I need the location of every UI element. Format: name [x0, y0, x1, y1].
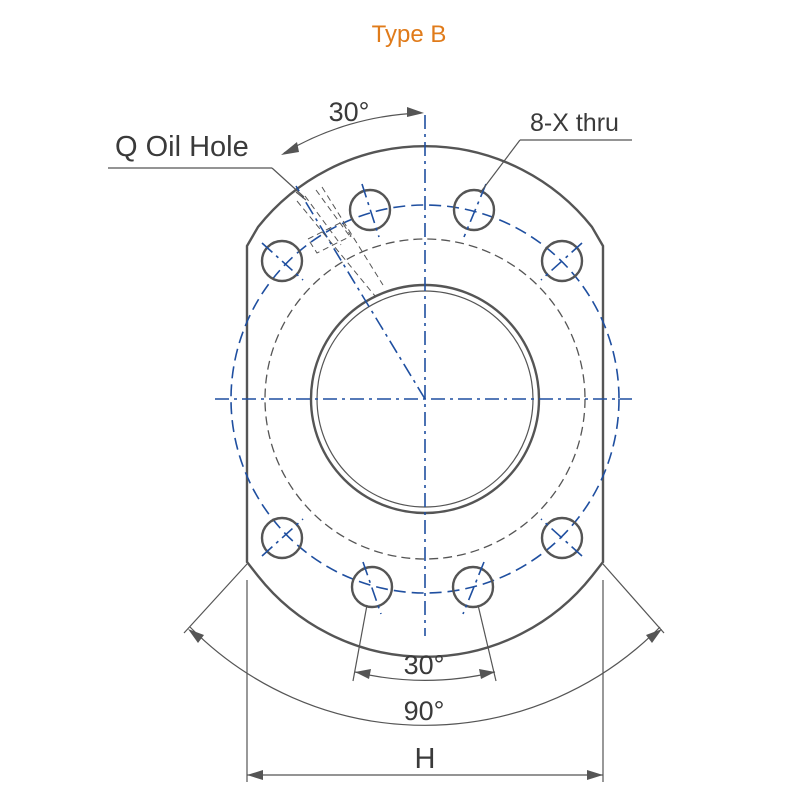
drawing-title: Type B [372, 21, 447, 48]
oil-hole-label: Q Oil Hole [115, 131, 249, 163]
bolt-hole [452, 183, 496, 238]
flange-outline [245, 145, 605, 658]
bolt-hole [348, 183, 392, 238]
bolt-hole [350, 561, 394, 615]
angle-top-label: 30° [329, 97, 370, 127]
bolt-hole [260, 239, 304, 283]
angle-bottom-label: 30° [404, 650, 445, 680]
bolt-hole [260, 516, 304, 560]
bolt-hole [540, 239, 584, 283]
bolt-holes [260, 183, 584, 615]
angle-wide-dimension [183, 563, 665, 726]
holes-label: 8-X thru [530, 109, 619, 137]
width-label: H [415, 743, 436, 775]
oil-hole-leader [108, 167, 305, 198]
angle-top-dimension [281, 107, 424, 155]
oil-hole [295, 186, 384, 297]
pitch-circle [230, 204, 620, 594]
bolt-hole [451, 561, 495, 615]
bolt-hole [540, 516, 584, 560]
holes-leader [479, 139, 632, 194]
angle-bottom-dimension [352, 604, 497, 682]
angle-wide-label: 90° [404, 696, 445, 726]
width-dimension [246, 580, 604, 782]
